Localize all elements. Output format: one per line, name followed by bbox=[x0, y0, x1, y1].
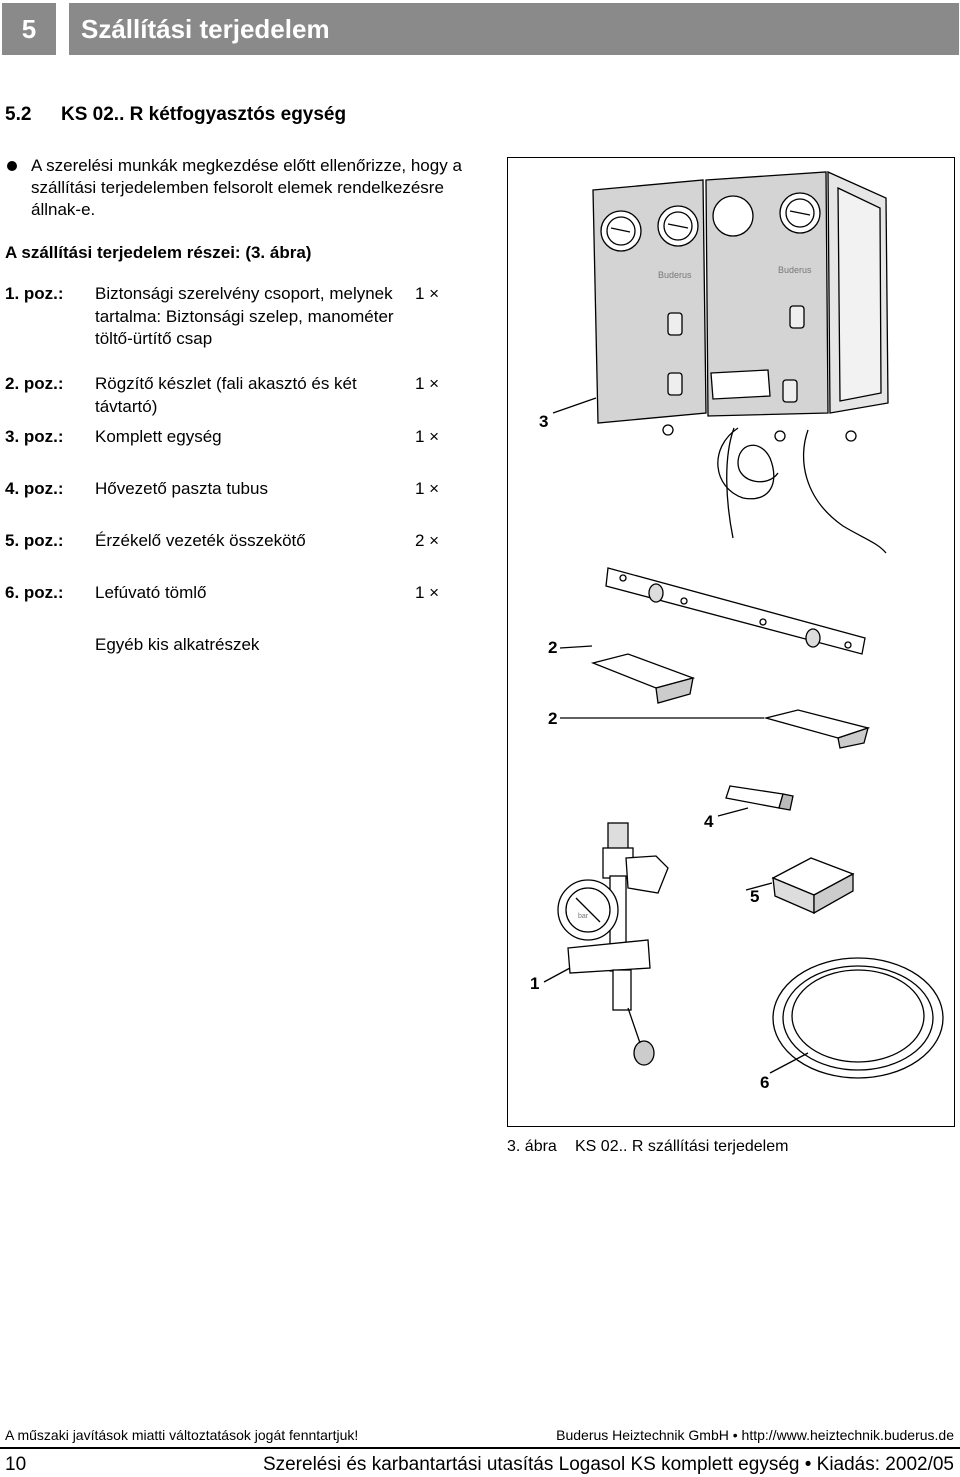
footer-company: Buderus Heiztechnik GmbH • http://www.he… bbox=[556, 1427, 954, 1443]
parts-heading: A szállítási terjedelem részei: (3. ábra… bbox=[5, 243, 312, 262]
callout-5: 5 bbox=[750, 887, 759, 906]
position-label: 6. poz.: bbox=[5, 583, 64, 602]
callout-1: 1 bbox=[530, 974, 539, 993]
callout-2-top: 2 bbox=[548, 638, 557, 657]
brand-label-left: Buderus bbox=[658, 270, 692, 280]
callout-3: 3 bbox=[539, 412, 548, 431]
figure-delivery-scope: Buderus Buderus bar 3 2 2 4 5 1 6 bbox=[507, 157, 955, 1127]
position-description: Lefúvató tömlő bbox=[95, 583, 207, 602]
position-description: Biztonsági szerelvény csoport, melynek t… bbox=[95, 284, 394, 348]
figure-number: 3. ábra bbox=[507, 1138, 557, 1155]
position-quantity: 1 × bbox=[415, 479, 440, 498]
document-title: Szerelési és karbantartási utasítás Loga… bbox=[262, 1454, 954, 1475]
position-description: Hővezető paszta tubus bbox=[95, 479, 268, 498]
position-label: 1. poz.: bbox=[5, 284, 64, 303]
section-number: 5.2 bbox=[5, 104, 32, 125]
gauge-unit-label: bar bbox=[578, 913, 589, 920]
chapter-title: Szállítási terjedelem bbox=[69, 3, 959, 55]
position-description: Komplett egység bbox=[95, 427, 222, 446]
figure-illustration: Buderus Buderus bar 3 2 2 4 5 1 6 bbox=[530, 170, 944, 1092]
bullet-text: A szerelési munkák megkezdése előtt elle… bbox=[31, 156, 462, 219]
chapter-number: 5 bbox=[2, 3, 56, 55]
page-number: 10 bbox=[5, 1454, 27, 1475]
footer-disclaimer: A műszaki javítások miatti változtatások… bbox=[5, 1427, 359, 1443]
position-quantity: 1 × bbox=[415, 284, 440, 303]
discharge-hose-illustration bbox=[772, 957, 944, 1079]
brand-label-right: Buderus bbox=[778, 265, 812, 275]
position-quantity: 1 × bbox=[415, 374, 440, 393]
safety-group-illustration bbox=[557, 822, 669, 1066]
figure-caption: 3. ábra KS 02.. R szállítási terjedelem bbox=[507, 1138, 788, 1156]
position-quantity: 1 × bbox=[415, 583, 440, 602]
position-label: 3. poz.: bbox=[5, 427, 64, 446]
position-label: 4. poz.: bbox=[5, 479, 64, 498]
callout-6: 6 bbox=[760, 1073, 769, 1092]
figure-caption-text: KS 02.. R szállítási terjedelem bbox=[575, 1138, 789, 1155]
mounting-kit-illustration bbox=[590, 567, 871, 749]
complete-unit-illustration bbox=[592, 170, 889, 554]
position-label: 2. poz.: bbox=[5, 374, 64, 393]
position-quantity: 1 × bbox=[415, 427, 440, 446]
position-description: Érzékelő vezeték összekötő bbox=[95, 531, 306, 550]
position-description: Rögzítő készlet (fali akasztó és két táv… bbox=[95, 374, 357, 416]
other-parts-text: Egyéb kis alkatrészek bbox=[95, 635, 260, 654]
sensor-connector-illustration bbox=[771, 857, 855, 915]
bullet-dot-icon bbox=[7, 161, 17, 171]
section-title: KS 02.. R kétfogyasztós egység bbox=[61, 104, 347, 125]
footer-divider bbox=[0, 1447, 960, 1449]
position-quantity: 2 × bbox=[415, 531, 440, 550]
position-label: 5. poz.: bbox=[5, 531, 64, 550]
paste-tube-illustration bbox=[725, 785, 794, 811]
instruction-bullet: A szerelési munkák megkezdése előtt elle… bbox=[5, 155, 475, 221]
callout-2-bottom: 2 bbox=[548, 709, 557, 728]
callout-4: 4 bbox=[704, 812, 714, 831]
section-heading: 5.2 KS 02.. R kétfogyasztós egység bbox=[5, 104, 346, 126]
